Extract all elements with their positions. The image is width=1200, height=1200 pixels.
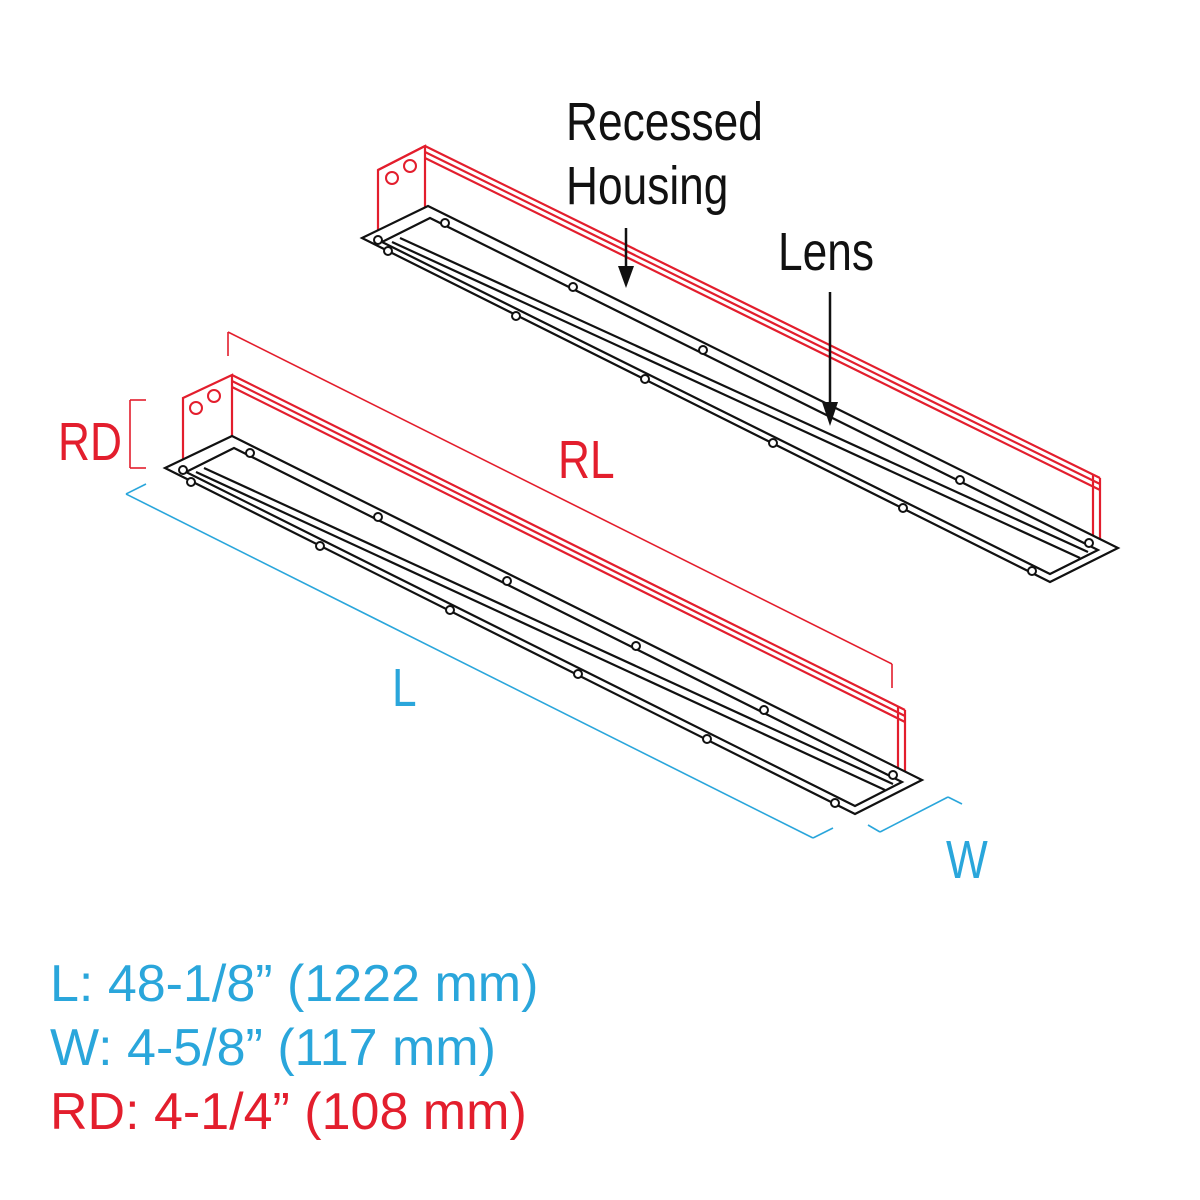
lens-callout-arrow — [822, 292, 838, 426]
screw-hole — [1027, 566, 1037, 576]
screw-hole — [445, 605, 455, 615]
screw-hole — [702, 734, 712, 744]
screw-hole — [315, 541, 325, 551]
screw-hole — [640, 374, 650, 384]
width-spec: W: 4-5/8” (117 mm) — [50, 1019, 496, 1077]
w-dimension-line — [867, 796, 963, 833]
recessed-housing-label-line2: Housing — [566, 156, 728, 216]
length-spec: L: 48-1/8” (1222 mm) — [50, 955, 539, 1013]
screw-hole — [830, 798, 840, 808]
recess-depth-spec: RD: 4-1/4” (108 mm) — [50, 1083, 527, 1141]
top-flange — [359, 204, 1121, 584]
screw-hole — [178, 465, 188, 475]
screw-hole — [568, 282, 578, 292]
screw-hole — [898, 503, 908, 513]
screw-hole — [768, 438, 778, 448]
dimension-list: L: 48-1/8” (1222 mm) W: 4-5/8” (117 mm) … — [50, 952, 538, 1144]
screw-hole — [373, 235, 383, 245]
screw-hole — [511, 311, 521, 321]
screw-hole — [955, 475, 965, 485]
top-screw-holes — [373, 218, 1094, 576]
l-label: L — [392, 658, 417, 718]
bottom-flange — [162, 434, 925, 816]
screw-hole — [383, 246, 393, 256]
top-recessed-housing-outline — [376, 144, 1102, 540]
l-dimension-line — [125, 483, 834, 839]
top-knockout-hole — [403, 159, 417, 173]
screw-hole — [186, 477, 196, 487]
bottom-screw-holes — [178, 448, 898, 808]
rl-dimension-line — [227, 331, 893, 688]
w-label: W — [946, 830, 988, 890]
top-knockout-hole — [385, 171, 399, 185]
top-fixture — [359, 144, 1121, 584]
screw-hole — [1084, 538, 1094, 548]
bottom-knockout-hole — [207, 389, 221, 403]
screw-hole — [759, 705, 769, 715]
rd-dimension-bracket — [129, 399, 146, 469]
rd-label: RD — [58, 412, 122, 472]
rl-label: RL — [558, 430, 615, 490]
bottom-fixture — [125, 331, 963, 839]
screw-hole — [573, 669, 583, 679]
lens-label: Lens — [778, 222, 874, 282]
screw-hole — [440, 218, 450, 228]
bottom-knockout-hole — [189, 401, 203, 415]
screw-hole — [631, 641, 641, 651]
recessed-housing-label-line1: Recessed — [566, 92, 763, 152]
screw-hole — [373, 512, 383, 522]
screw-hole — [502, 576, 512, 586]
bottom-recessed-housing-outline — [181, 373, 907, 774]
screw-hole — [888, 770, 898, 780]
screw-hole — [245, 448, 255, 458]
screw-hole — [698, 345, 708, 355]
recessed-housing-callout-arrow — [618, 228, 634, 288]
